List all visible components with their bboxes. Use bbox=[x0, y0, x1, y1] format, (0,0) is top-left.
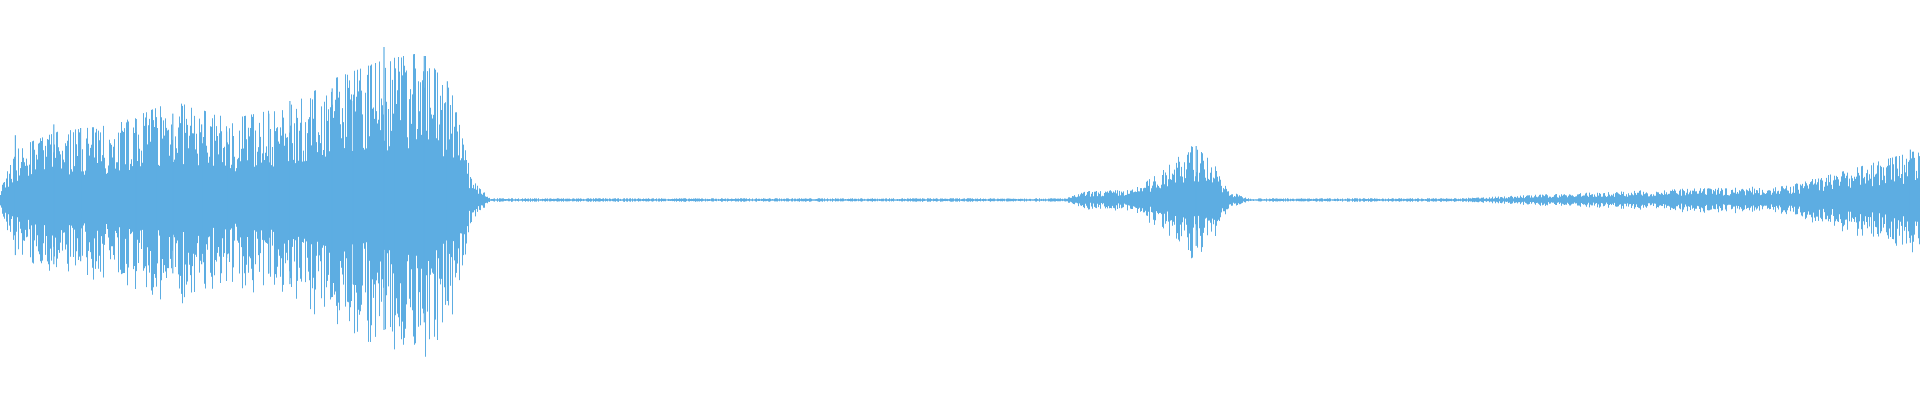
waveform-bars bbox=[0, 47, 1920, 357]
waveform-path bbox=[0, 54, 1920, 357]
